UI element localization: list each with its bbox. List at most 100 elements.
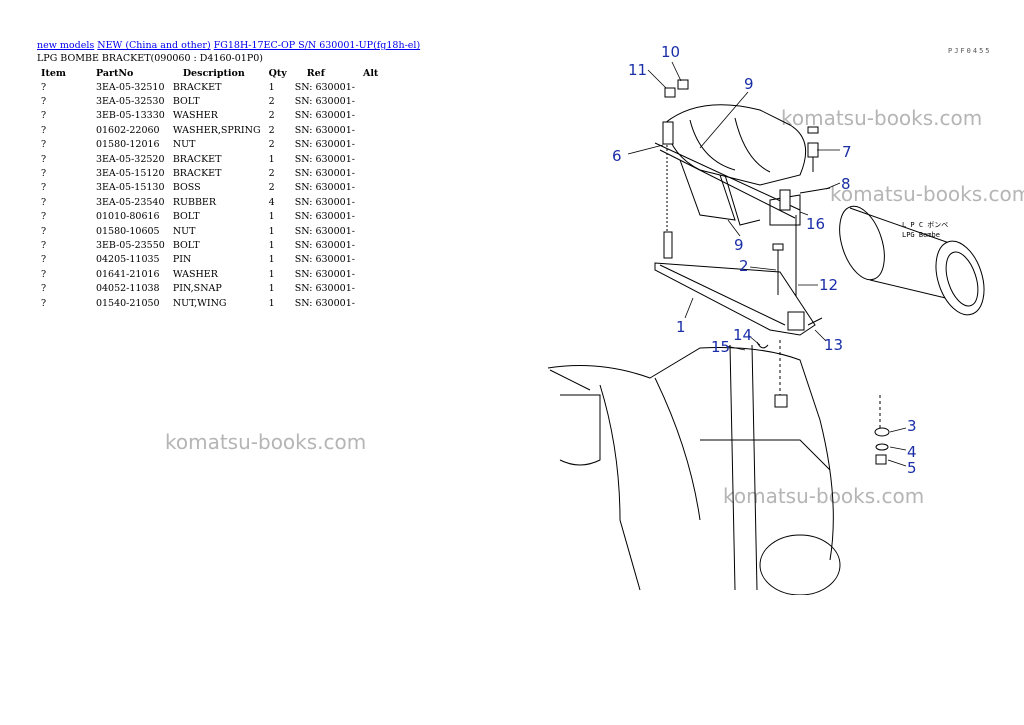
cell-description: BRACKET bbox=[172, 168, 222, 180]
cell-alt bbox=[359, 166, 382, 180]
cell-qty: 1 bbox=[268, 254, 275, 266]
cell-description: NUT bbox=[172, 139, 196, 151]
breadcrumb-link-model[interactable]: FG18H-17EC-OP S/N 630001-UP(fg18h-el) bbox=[213, 40, 421, 51]
bolt-nut-drawing bbox=[664, 79, 689, 98]
cell-item: ? bbox=[41, 196, 47, 208]
cell-alt bbox=[359, 253, 382, 267]
cell-item: ? bbox=[41, 268, 47, 280]
cell-ref: SN: 630001- bbox=[294, 297, 355, 309]
column-header-item: Item bbox=[41, 67, 66, 79]
truck-body-drawing bbox=[547, 340, 881, 595]
breadcrumb-link-region[interactable]: NEW (China and other) bbox=[97, 40, 211, 51]
callout-label: 15 bbox=[711, 338, 730, 356]
cell-ref: SN: 630001- bbox=[294, 268, 355, 280]
cell-qty: 1 bbox=[268, 153, 275, 165]
cell-alt bbox=[359, 80, 382, 94]
cell-ref: SN: 630001- bbox=[294, 81, 355, 93]
cell-ref: SN: 630001- bbox=[294, 168, 355, 180]
cell-partno: 01540-21050 bbox=[95, 297, 160, 309]
cell-alt bbox=[359, 267, 382, 281]
cell-description: BRACKET bbox=[172, 153, 222, 165]
breadcrumb-link-new-models[interactable]: new models bbox=[37, 40, 95, 51]
callout-label: 14 bbox=[733, 326, 752, 344]
watermark: komatsu-books.com bbox=[781, 106, 983, 130]
cell-item: ? bbox=[41, 81, 47, 93]
cell-description: NUT bbox=[172, 225, 196, 237]
cell-partno: 3EA-05-32510 bbox=[95, 81, 165, 93]
cell-partno: 3EA-05-15130 bbox=[95, 182, 165, 194]
cell-partno: 04205-11035 bbox=[95, 254, 160, 266]
callout-label: 1 bbox=[676, 318, 686, 336]
callout-label: 7 bbox=[842, 143, 852, 161]
cell-description: WASHER bbox=[172, 110, 218, 122]
cell-description: BOLT bbox=[172, 211, 200, 223]
cell-ref: SN: 630001- bbox=[294, 110, 355, 122]
cell-partno: 3EA-05-15120 bbox=[95, 168, 165, 180]
cell-ref: SN: 630001- bbox=[294, 124, 355, 136]
cell-item: ? bbox=[41, 124, 47, 136]
cell-alt bbox=[359, 195, 382, 209]
cell-partno: 01641-21016 bbox=[95, 268, 160, 280]
page-title: LPG BOMBE BRACKET(090060 : D4160-01P0) bbox=[37, 53, 263, 64]
cell-ref: SN: 630001- bbox=[294, 239, 355, 251]
cell-description: BRACKET bbox=[172, 81, 222, 93]
table-header-row: Item PartNo Description Qty Ref Alt bbox=[37, 66, 382, 80]
cell-alt bbox=[359, 94, 382, 108]
cell-qty: 1 bbox=[268, 239, 275, 251]
callout-label: 13 bbox=[824, 336, 843, 354]
callout-label: 4 bbox=[907, 443, 917, 461]
cell-qty: 1 bbox=[268, 211, 275, 223]
cell-qty: 2 bbox=[268, 110, 275, 122]
cell-description: NUT,WING bbox=[172, 297, 227, 309]
callout-label: 3 bbox=[907, 417, 917, 435]
exploded-parts-diagram: L P C ボンベ LPG Bombe 10 11 9 6 7 8 16 9 2 bbox=[547, 43, 985, 595]
cell-qty: 2 bbox=[268, 168, 275, 180]
cell-description: BOLT bbox=[172, 239, 200, 251]
watermark: komatsu-books.com bbox=[830, 182, 1024, 206]
cell-alt bbox=[359, 281, 382, 295]
cell-description: PIN bbox=[172, 254, 192, 266]
cell-description: BOLT bbox=[172, 96, 200, 108]
callout-label: 2 bbox=[739, 257, 749, 275]
cell-ref: SN: 630001- bbox=[294, 182, 355, 194]
cell-item: ? bbox=[41, 283, 47, 295]
column-header-ref: Ref bbox=[306, 67, 325, 79]
cell-ref: SN: 630001- bbox=[294, 254, 355, 266]
cell-alt bbox=[359, 138, 382, 152]
cell-partno: 3EB-05-23550 bbox=[95, 239, 165, 251]
cell-partno: 3EA-05-32530 bbox=[95, 96, 165, 108]
cell-alt bbox=[359, 296, 382, 310]
cell-description: WASHER,SPRING bbox=[172, 124, 261, 136]
cell-qty: 2 bbox=[268, 139, 275, 151]
cell-item: ? bbox=[41, 225, 47, 237]
breadcrumb: new models NEW (China and other) FG18H-1… bbox=[37, 40, 420, 51]
cell-qty: 1 bbox=[268, 225, 275, 237]
callout-label: 5 bbox=[907, 459, 917, 477]
callout-label: 12 bbox=[819, 276, 838, 294]
cell-ref: SN: 630001- bbox=[294, 96, 355, 108]
cell-ref: SN: 630001- bbox=[294, 139, 355, 151]
cell-item: ? bbox=[41, 239, 47, 251]
callout-label: 9 bbox=[734, 236, 744, 254]
cell-alt bbox=[359, 210, 382, 224]
cell-alt bbox=[359, 224, 382, 238]
tank-label-en: LPG Bombe bbox=[902, 231, 940, 239]
cell-description: BOSS bbox=[172, 182, 201, 194]
column-header-qty: Qty bbox=[268, 67, 287, 79]
cell-partno: 01580-10605 bbox=[95, 225, 160, 237]
callout-label: 9 bbox=[744, 75, 754, 93]
